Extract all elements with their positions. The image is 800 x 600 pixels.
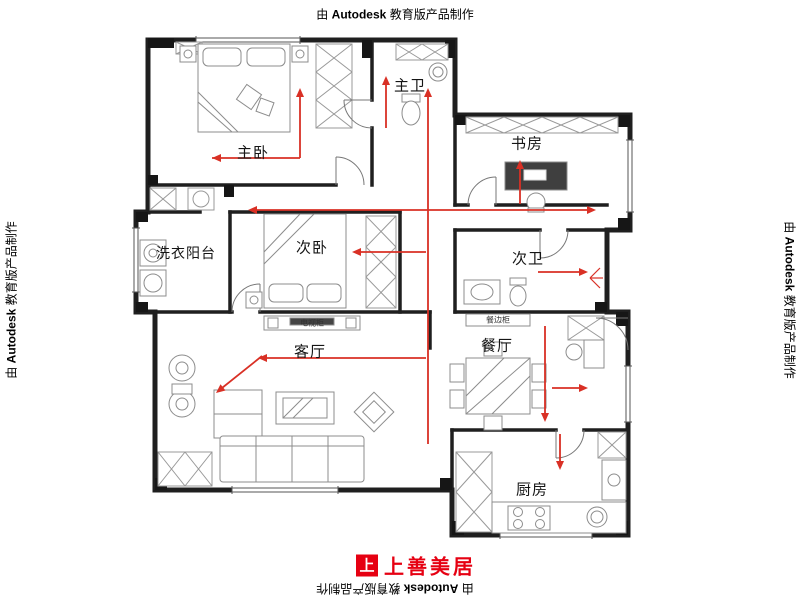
watermark-left: 由 Autodesk 教育版产品制作	[3, 221, 20, 378]
watermark-suffix: 教育版产品制作	[4, 221, 19, 306]
watermark-top: 由 Autodesk 教育版产品制作	[316, 6, 473, 23]
watermark-suffix: 教育版产品制作	[389, 7, 474, 22]
interior-walls	[146, 38, 630, 492]
watermark-prefix: 由	[4, 366, 19, 379]
brand-logo-name: 上善美居	[384, 556, 476, 579]
watermark-prefix: 由	[782, 221, 797, 234]
room-label-study: 书房	[510, 135, 544, 153]
watermark-brand: Autodesk	[331, 7, 387, 22]
room-label-master-bedroom: 主卧	[236, 144, 270, 162]
watermark-bottom: 由 Autodesk 教育版产品制作	[316, 581, 473, 598]
tv-cabinet-label: 电视柜	[300, 318, 324, 328]
room-label-living-room: 客厅	[293, 343, 327, 361]
watermark-brand: Autodesk	[4, 308, 19, 364]
kitchen-counter	[491, 459, 627, 534]
watermark-suffix: 教育版产品制作	[316, 581, 401, 596]
brand-logo-icon: 上	[356, 554, 378, 576]
sofa-set	[168, 354, 395, 483]
watermark-brand: Autodesk	[782, 236, 797, 292]
cabinet-hatch-boxes	[149, 41, 627, 533]
laundry-machines	[139, 239, 167, 297]
brand-logo: 上 上善美居	[356, 551, 476, 580]
flow-arrows	[212, 76, 603, 470]
room-label-second-bedroom: 次卧	[295, 239, 329, 257]
watermark-suffix: 教育版产品制作	[782, 294, 797, 379]
master-bed	[179, 43, 309, 133]
study-desk	[504, 161, 568, 213]
room-label-dining-room: 餐厅	[480, 337, 514, 355]
shower-spray-mark	[589, 267, 603, 289]
room-label-kitchen: 厨房	[515, 481, 549, 499]
master-bath-fixtures	[401, 62, 448, 126]
room-label-laundry-balcony: 洗衣阳台	[156, 245, 216, 261]
sideboard-label: 餐边柜	[486, 315, 510, 325]
room-label-second-bath: 次卫	[511, 250, 545, 268]
watermark-brand: Autodesk	[403, 581, 459, 596]
arrow-heads	[212, 76, 596, 470]
watermark-prefix: 由	[461, 581, 474, 596]
second-bath-fixtures	[463, 277, 527, 307]
furniture	[139, 43, 627, 534]
dining-set	[449, 313, 605, 431]
room-label-master-bath: 主卫	[393, 77, 427, 95]
watermark-right: 由 Autodesk 教育版产品制作	[782, 221, 799, 378]
second-bed	[245, 213, 347, 309]
tv-cabinet	[263, 315, 361, 331]
watermark-prefix: 由	[316, 7, 329, 22]
